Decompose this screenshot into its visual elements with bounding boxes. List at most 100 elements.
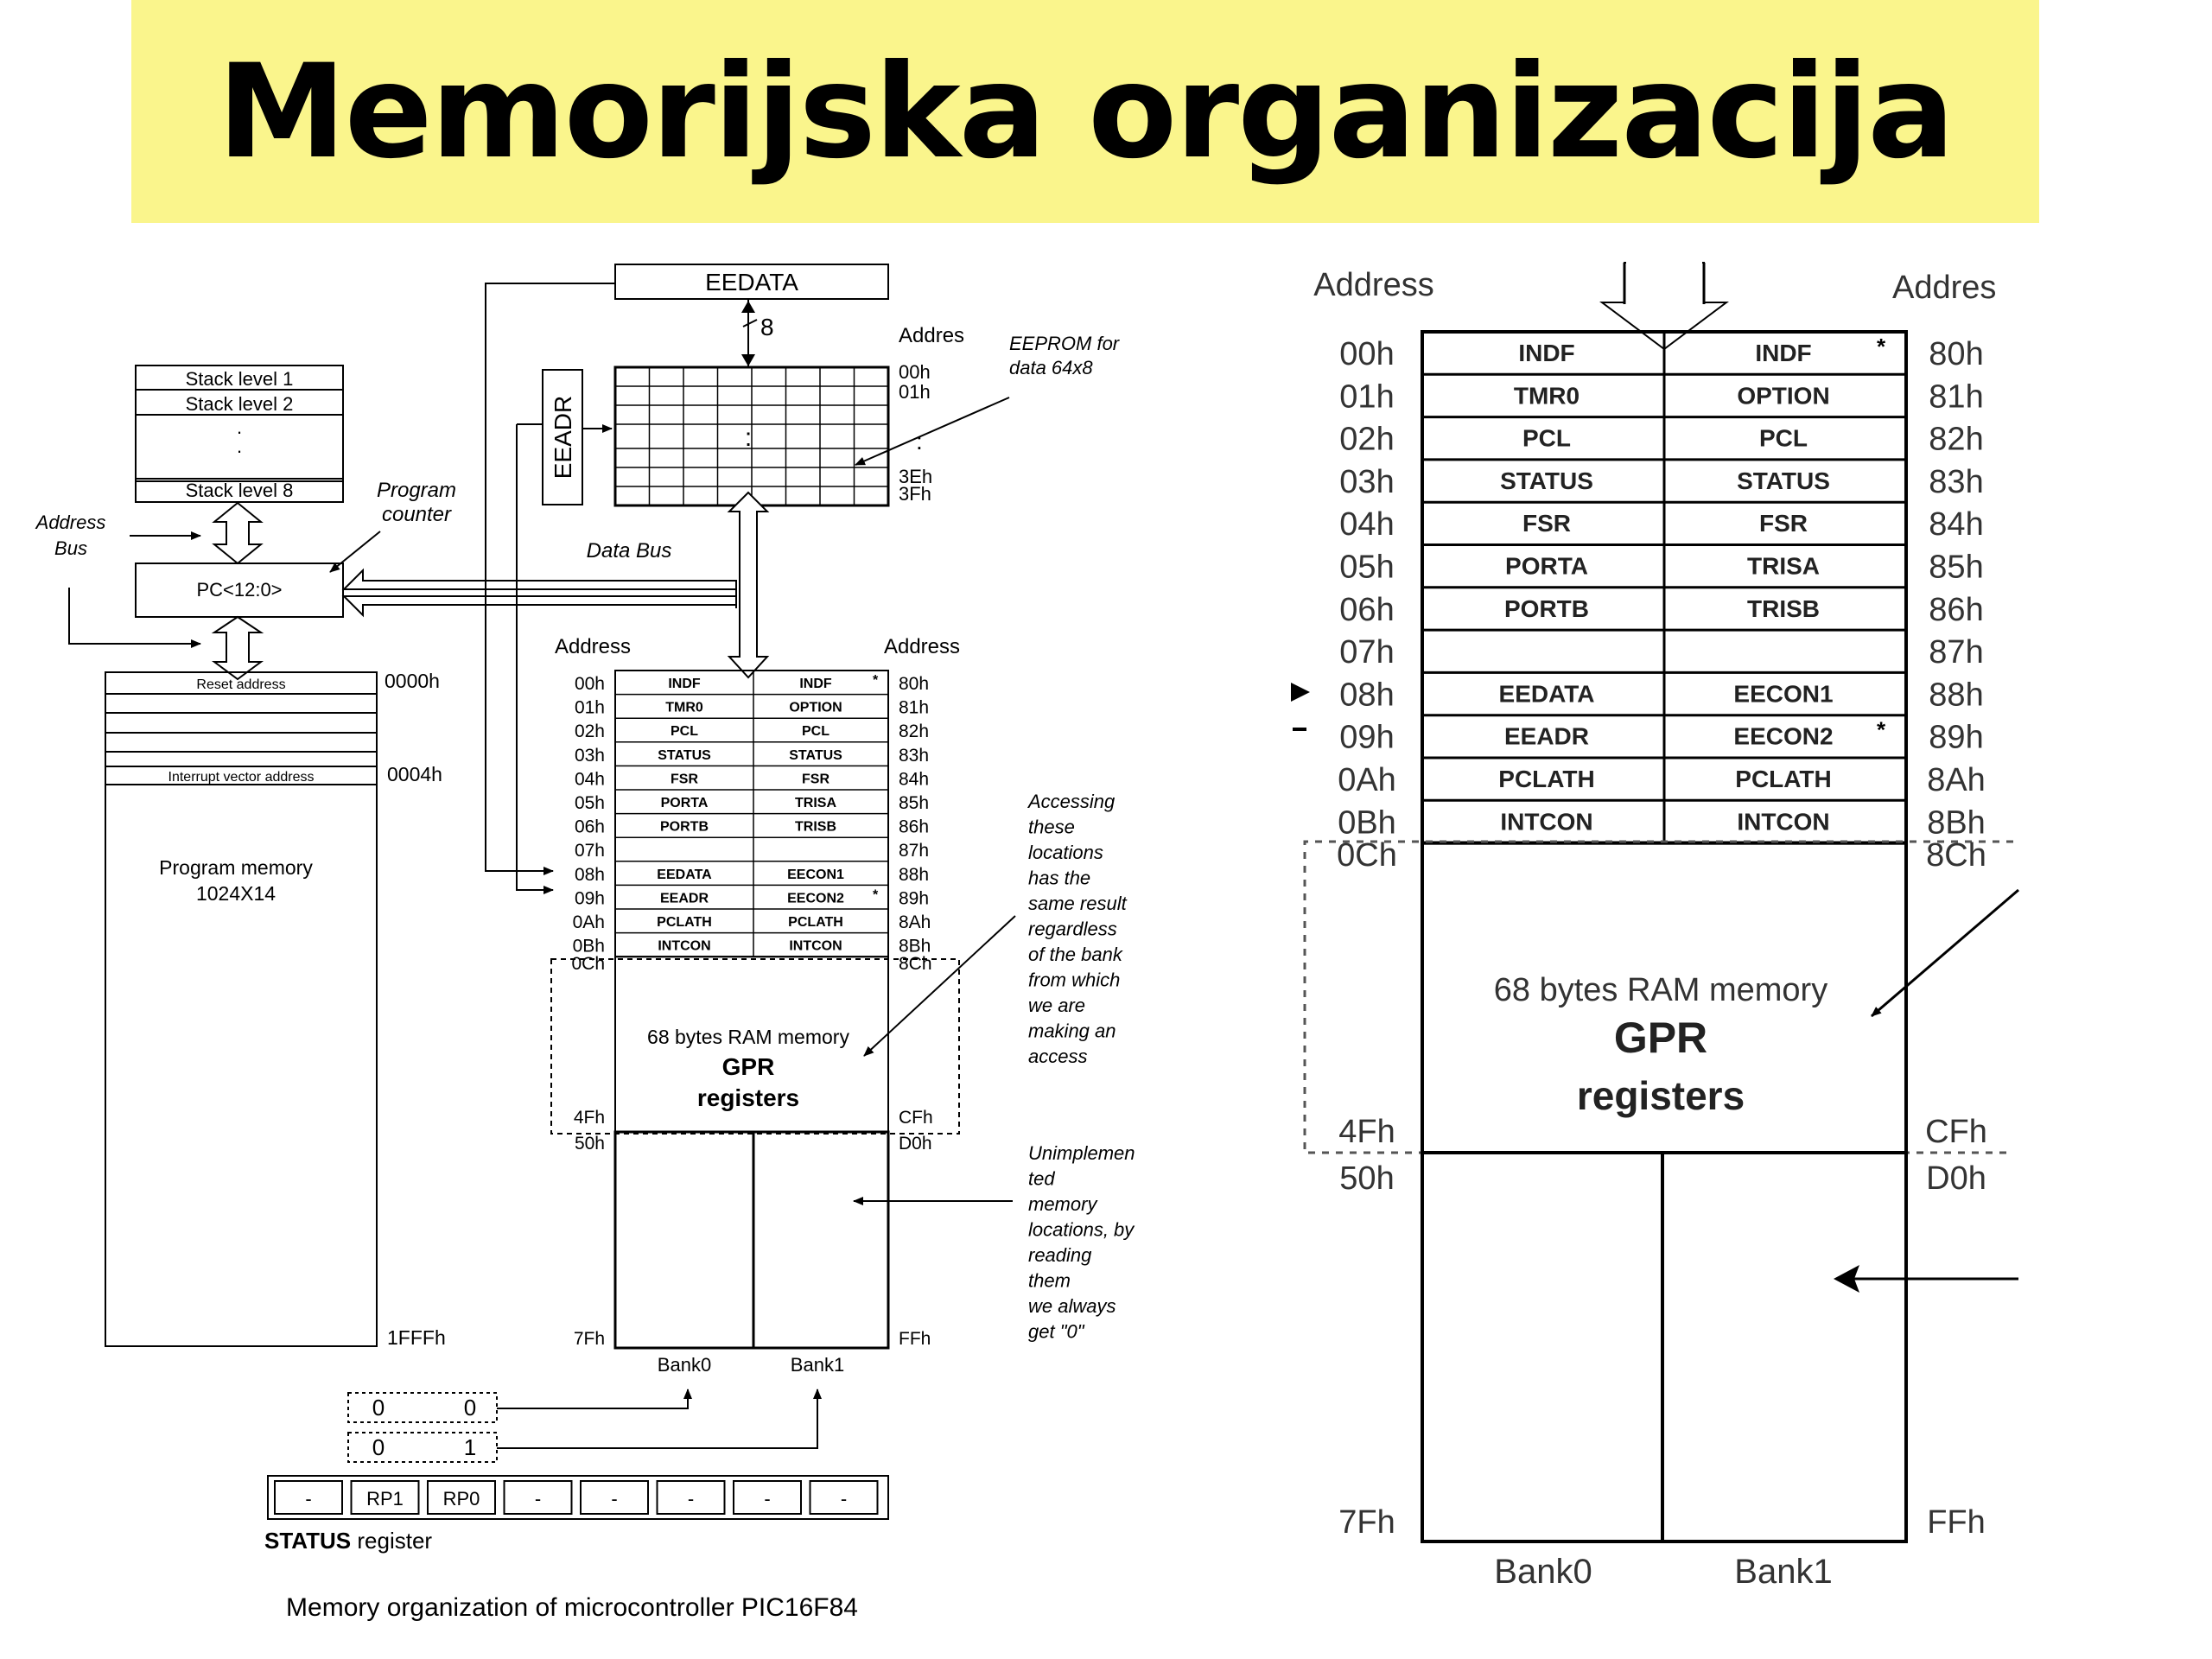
right-unimplemented-arrowhead — [1834, 1265, 1859, 1293]
unimplemented-box — [613, 1130, 890, 1350]
right-address-left: 09h — [1339, 720, 1394, 756]
rp-select-box — [347, 1432, 498, 1463]
ram-register-bank1: FSR — [802, 772, 830, 786]
accessing-note: making an — [1028, 1020, 1116, 1042]
eedata-box — [614, 264, 889, 300]
right-register-bank1: FSR — [1759, 510, 1808, 537]
stack-level-label: Stack level 8 — [186, 480, 294, 501]
ram-register-bank0: PORTA — [661, 796, 709, 810]
right-address-left: 00h — [1339, 336, 1394, 372]
ram-register-bank0: INDF — [668, 677, 701, 691]
ram-address-left: 02h — [575, 721, 605, 741]
unimplemented-note: locations, by — [1028, 1219, 1135, 1241]
status-bit-label: RP0 — [443, 1488, 480, 1510]
right-register-star: * — [1877, 717, 1886, 743]
ram-address-right: 88h — [899, 865, 929, 885]
status-bit-cell — [656, 1480, 726, 1515]
status-register-label-rest: register — [351, 1528, 432, 1554]
status-bit-label: - — [535, 1488, 541, 1510]
address-bus-path — [68, 588, 201, 648]
right-address-right: 87h — [1929, 634, 1983, 671]
bank-label: Bank0 — [658, 1354, 711, 1376]
right-address-right: 81h — [1929, 378, 1983, 415]
right-address-left: 02h — [1339, 422, 1394, 458]
status-bit-label: - — [305, 1488, 311, 1510]
ram-register-bank0: PORTB — [660, 820, 709, 835]
accessing-note: of the bank — [1028, 944, 1123, 965]
right-address-right: 80h — [1929, 336, 1983, 372]
accessing-note: from which — [1028, 969, 1120, 991]
ram-address-header-right: Address — [884, 635, 960, 658]
accessing-note: access — [1028, 1046, 1087, 1067]
right-address-left: 07h — [1339, 634, 1394, 671]
gpr-label: 68 bytes RAM memory — [647, 1026, 849, 1048]
right-address-left: 04h — [1339, 506, 1394, 543]
right-register-bank1: EECON2 — [1733, 723, 1833, 750]
slide-title: Memorijska organizacija — [217, 37, 1955, 188]
ram-register-bank0: INTCON — [658, 939, 710, 954]
unimplemented-address: 7Fh — [574, 1329, 605, 1349]
ram-register-bank0: STATUS — [658, 748, 711, 763]
eeprom-note: EEPROM for — [1009, 333, 1121, 354]
right-gpr-address: 0Ch — [1337, 837, 1397, 874]
ram-address-right: 80h — [899, 674, 929, 694]
ram-register-bank0: PCLATH — [657, 915, 712, 930]
data-bus-vertical-arrow — [727, 491, 770, 679]
right-register-bank0: PCL — [1522, 425, 1571, 452]
ram-register-bank0: EEDATA — [657, 868, 712, 882]
right-register-bank1: INDF — [1755, 340, 1811, 366]
eeprom-grid-dots: : — [745, 423, 752, 452]
right-address-right: 83h — [1929, 464, 1983, 500]
right-register-bank1: OPTION — [1737, 382, 1829, 409]
unimplemented-note: reading — [1028, 1244, 1092, 1266]
ram-address-right: 87h — [899, 841, 929, 861]
right-register-bank0: EEADR — [1504, 723, 1589, 750]
right-register-bank0: TMR0 — [1514, 382, 1580, 409]
right-register-bank0: INDF — [1518, 340, 1574, 366]
data-bus-to-pc-arrow-lower — [341, 595, 737, 618]
ram-address-left: 03h — [575, 746, 605, 766]
status-bit-label: - — [688, 1488, 694, 1510]
eeprom-note: data 64x8 — [1009, 357, 1093, 378]
program-counter-label: Program — [377, 479, 456, 502]
right-register-bank0: INTCON — [1500, 808, 1592, 835]
right-register-bank1: TRISA — [1747, 553, 1820, 580]
diagram-caption: Memory organization of microcontroller P… — [286, 1593, 858, 1622]
accessing-note: regardless — [1028, 918, 1117, 940]
unimplemented-note: them — [1028, 1270, 1071, 1292]
right-address-right: 8Bh — [1927, 804, 1986, 841]
status-bit-label: RP1 — [366, 1488, 404, 1510]
unimplemented-address: FFh — [899, 1329, 931, 1349]
ram-address-right: 8Bh — [899, 937, 931, 957]
right-address-header-left: Address — [1313, 267, 1433, 303]
eeprom-address: 01h — [899, 381, 931, 403]
status-bit-cell — [580, 1480, 649, 1515]
gpr-address: 0Ch — [571, 954, 605, 974]
status-register-box — [267, 1475, 889, 1520]
status-register-label: STATUS register — [264, 1528, 432, 1554]
right-register-bank0: STATUS — [1500, 467, 1593, 494]
ram-address-left: 06h — [575, 817, 605, 837]
unimplemented-note: get "0" — [1028, 1321, 1085, 1343]
ram-address-right: 84h — [899, 769, 929, 789]
stack-level-dot: . — [237, 435, 242, 457]
stack-pc-double-arrow — [212, 501, 264, 565]
right-address-right: 88h — [1929, 677, 1983, 713]
right-address-right: 85h — [1929, 550, 1983, 586]
ram-register-bank1: EECON2 — [787, 891, 844, 906]
eeprom-address-header: Addres — [899, 324, 964, 347]
ram-address-left: 09h — [575, 888, 605, 908]
eeprom-address: 00h — [899, 361, 931, 383]
program-memory-box — [105, 671, 378, 1347]
ram-address-left: 08h — [575, 865, 605, 885]
right-address-right: 89h — [1929, 720, 1983, 756]
right-address-left: 06h — [1339, 592, 1394, 628]
ram-register-star: * — [873, 887, 879, 902]
rp-value: 0 — [372, 1395, 385, 1421]
right-register-bank1: TRISB — [1747, 595, 1820, 622]
eeadr-label: EEADR — [550, 396, 576, 479]
right-gpr-address: 8Ch — [1926, 837, 1986, 874]
ram-address-right: 85h — [899, 793, 929, 813]
